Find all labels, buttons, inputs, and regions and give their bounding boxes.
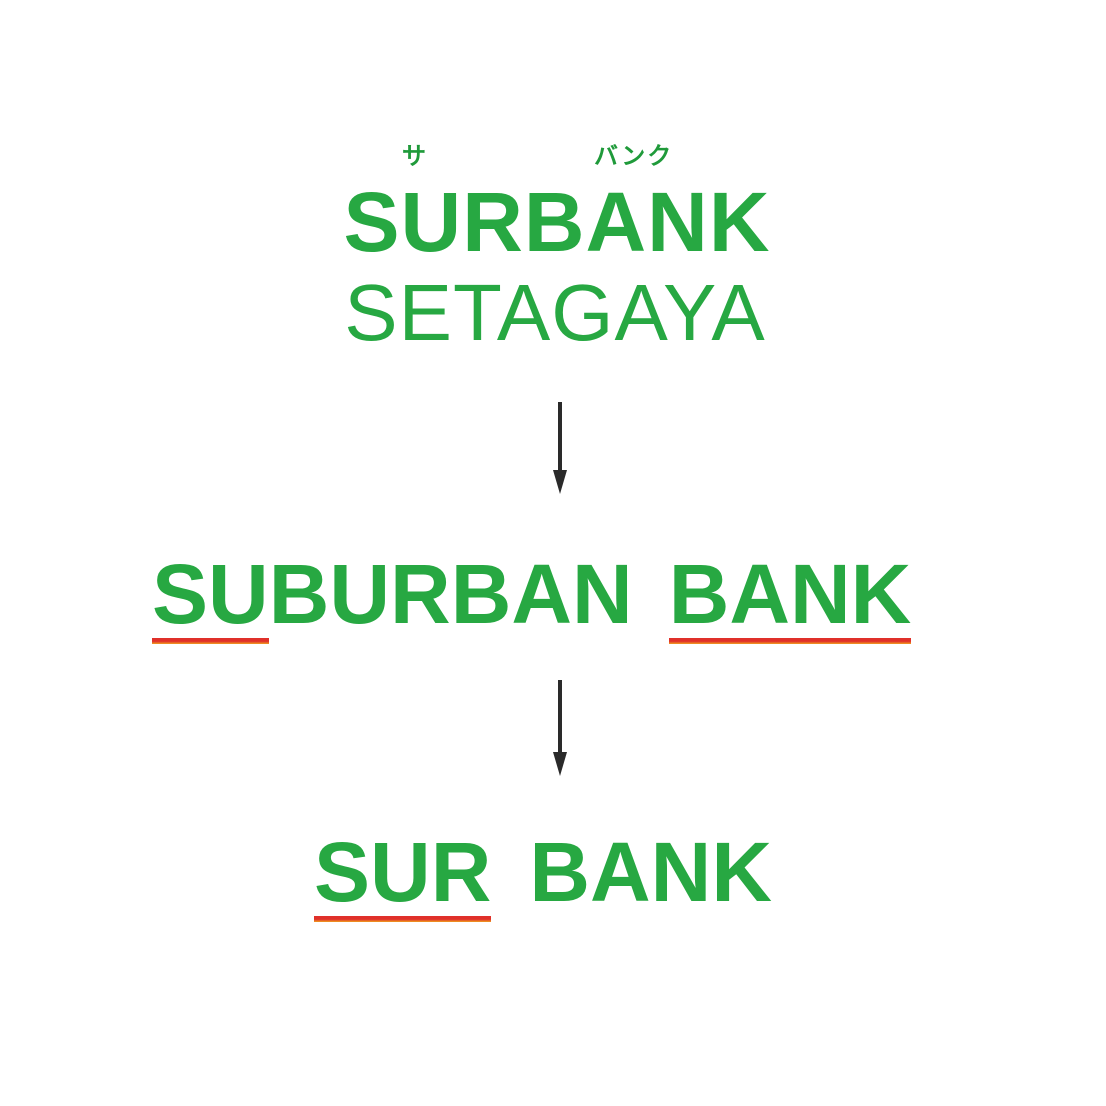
suburban-bank-line: SUBURBAN BANK bbox=[152, 546, 912, 644]
sur-bank-line: SUR BANK bbox=[314, 824, 773, 922]
text-burban: BURBAN bbox=[268, 547, 633, 641]
highlight-sur: SUR bbox=[314, 825, 492, 922]
text-bank: BANK bbox=[529, 825, 773, 919]
highlight-su: SU bbox=[152, 547, 269, 644]
furigana-bank: バンク bbox=[594, 142, 674, 170]
furigana-sa: サ bbox=[402, 142, 426, 170]
surbank-wordmark: SURBANK bbox=[343, 175, 771, 269]
down-arrow-icon bbox=[553, 680, 567, 776]
down-arrow-icon bbox=[553, 402, 567, 494]
highlight-bank: BANK bbox=[668, 547, 912, 644]
setagaya-wordmark: SETAGAYA bbox=[344, 268, 766, 357]
